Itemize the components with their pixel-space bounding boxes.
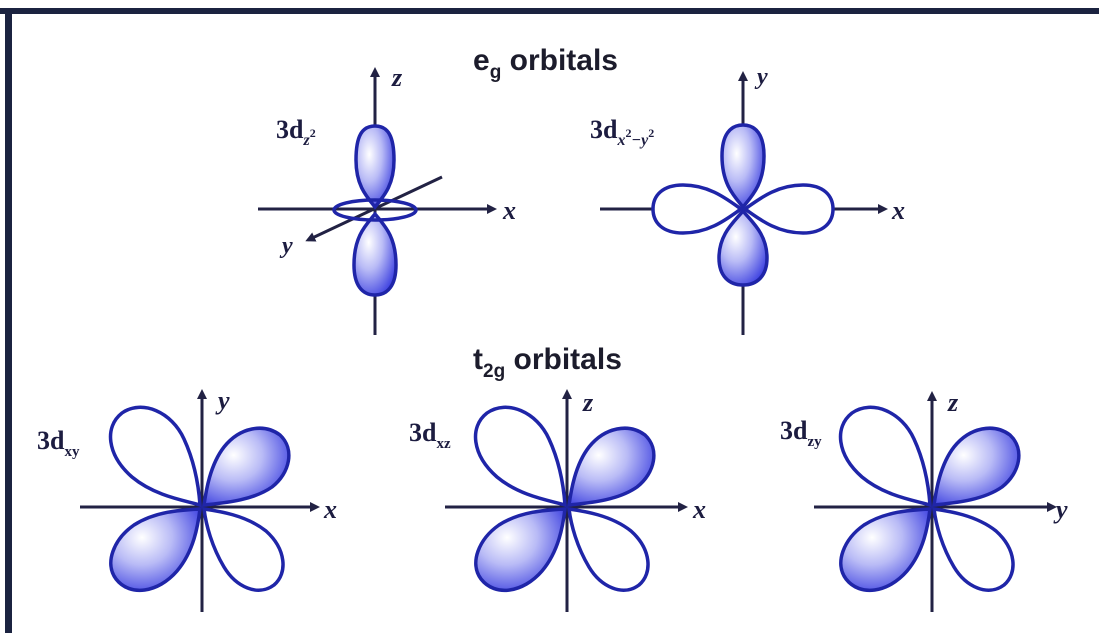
axis-label-x: x: [323, 495, 337, 524]
axis-label-y: y: [1053, 495, 1068, 524]
frame-left-border: [5, 8, 12, 633]
axis-label-y: y: [215, 386, 230, 415]
axis-label-z: z: [947, 388, 959, 417]
axis-label-y: y: [279, 233, 293, 259]
axis-label-z: z: [582, 388, 594, 417]
frame-top-border: [0, 8, 1099, 14]
axis-label-x: x: [502, 196, 516, 225]
axis-label-z: z: [391, 63, 403, 92]
axis-label-x: x: [692, 495, 706, 524]
axis-label-y: y: [754, 64, 768, 90]
axis-label-x: x: [891, 196, 905, 225]
